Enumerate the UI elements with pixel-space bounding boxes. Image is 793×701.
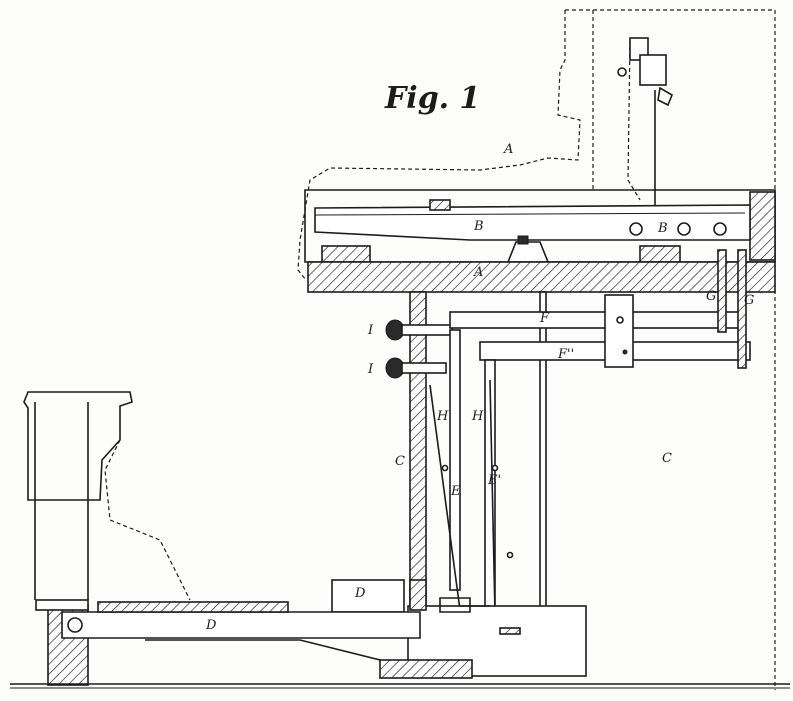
block-D — [331, 579, 405, 613]
label-A-lower: A — [473, 265, 483, 280]
label-G-left: G — [706, 289, 716, 304]
label-B-left: B — [473, 219, 484, 234]
rod-H — [449, 329, 461, 591]
label-F1: F'' — [557, 347, 574, 362]
lever-guide — [604, 294, 634, 368]
key-rail-left — [321, 245, 371, 263]
rod-G-right — [737, 249, 747, 369]
label-B-right: B — [657, 221, 668, 236]
label-C-left: C — [395, 454, 405, 469]
label-H: H — [436, 409, 449, 424]
label-I-upper: I — [367, 323, 374, 338]
label-D-pedal: D — [205, 618, 217, 633]
case-top-dashed — [565, 9, 776, 690]
label-I-lower: I — [367, 362, 374, 377]
case-outline-dashed — [297, 10, 581, 281]
label-E1: E' — [487, 473, 501, 488]
stool-top — [23, 391, 133, 501]
rod-G-left — [717, 249, 727, 333]
label-C-right: C — [662, 451, 672, 466]
key-hole-3 — [713, 222, 727, 236]
label-E: E — [450, 484, 461, 499]
case-side — [539, 291, 547, 608]
keybed — [307, 261, 776, 293]
key-hole-1 — [629, 222, 643, 236]
key-hole-2 — [677, 222, 691, 236]
key-rail-right — [639, 245, 681, 263]
lever-F — [449, 311, 741, 329]
knob-lower[interactable] — [385, 357, 447, 379]
label-H1: H' — [471, 409, 487, 424]
figure-title: Fig. 1 — [384, 81, 480, 116]
label-A-upper: A — [503, 142, 513, 157]
label-G-right: G — [744, 293, 754, 308]
key-fulcrum — [506, 241, 550, 263]
key-front-block — [429, 199, 451, 211]
action-rod-dashed — [627, 39, 641, 201]
label-F: F — [539, 311, 550, 326]
pedal-lever-D — [61, 611, 421, 639]
hammer-mechanism — [617, 37, 673, 212]
key-frame-right-end — [749, 191, 776, 261]
rod-E — [429, 384, 461, 611]
label-D-block: D — [354, 586, 366, 601]
floor-block — [379, 659, 473, 679]
